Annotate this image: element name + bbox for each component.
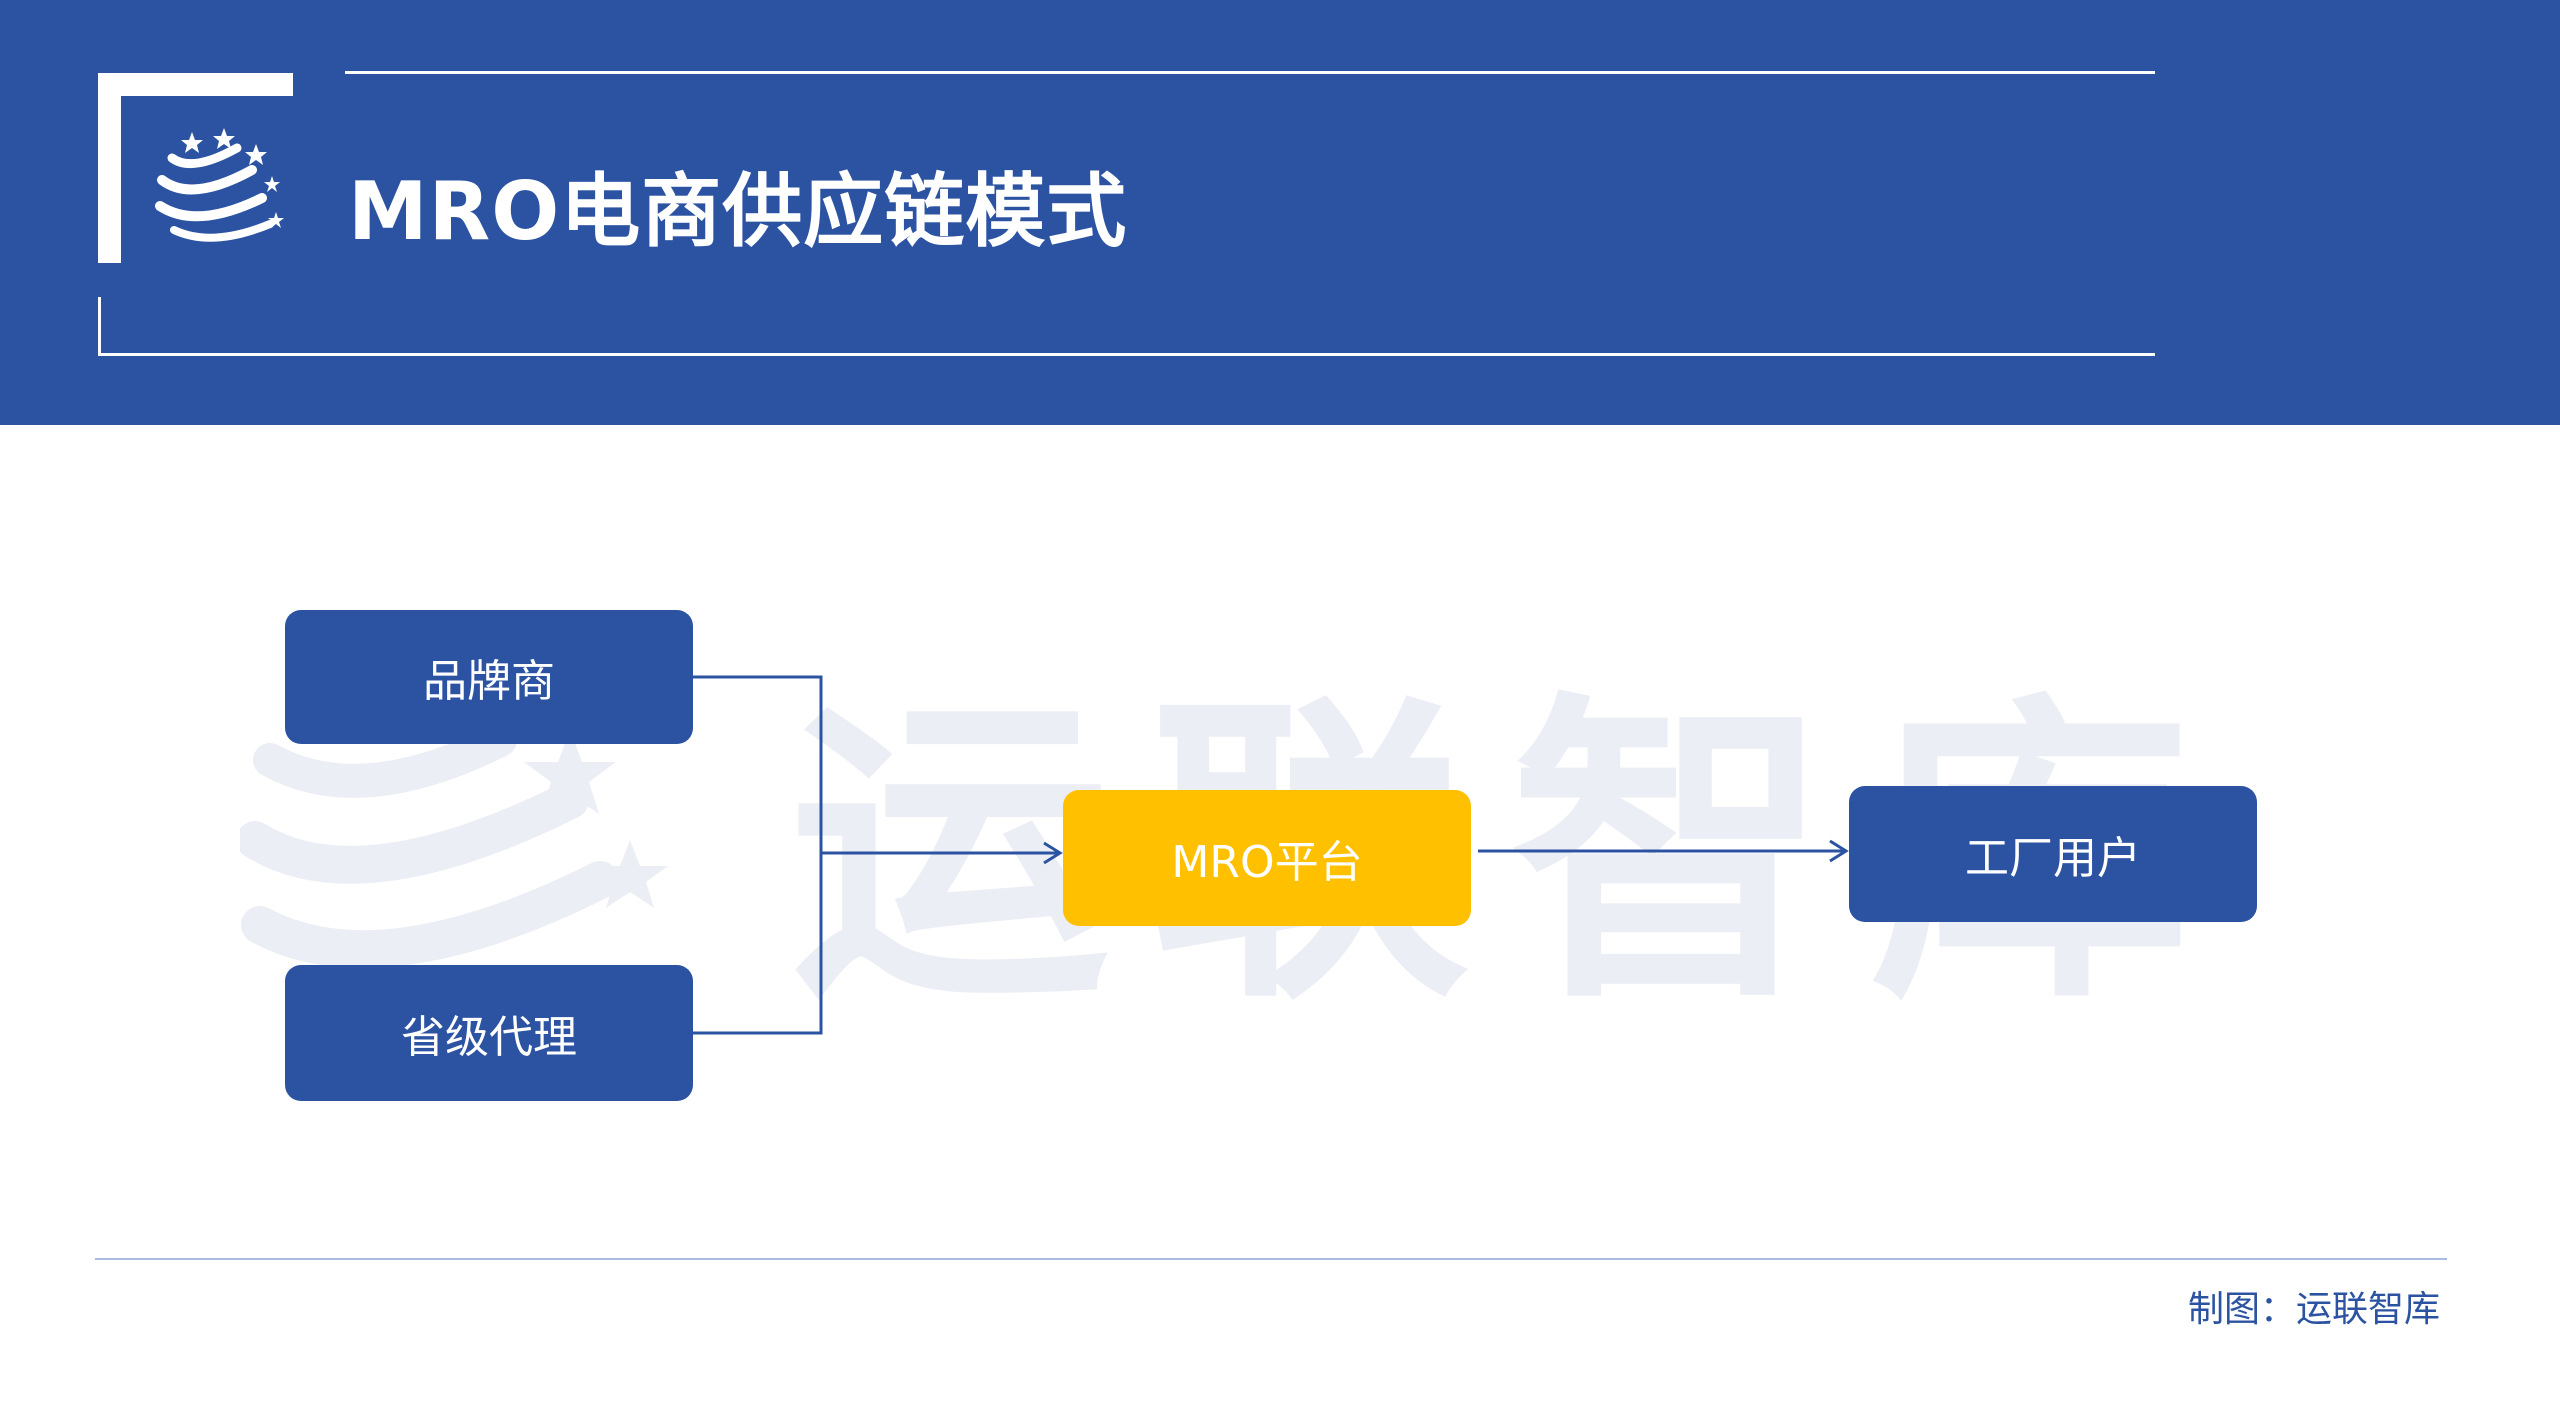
page-title: MRO电商供应链模式 [348,165,1128,258]
source-credit: 制图：运联智库 [2187,1289,2440,1330]
node-factory-user: 工厂用户 [1849,786,2257,922]
header-bottom-tick [98,297,101,356]
node-platform-label: MRO平台 [1171,837,1363,888]
header-top-rule [345,71,2155,74]
header-bracket-top [98,73,293,96]
node-brand-label: 品牌商 [423,656,555,707]
header-bracket-left [98,73,121,263]
node-factory-label: 工厂用户 [1965,833,2141,884]
footer-divider [95,1258,2447,1260]
node-brand: 品牌商 [285,610,693,744]
arrowhead-factory [1829,839,1849,863]
header-bottom-rule [98,353,2155,356]
arrowhead-platform [1043,841,1063,865]
merge-bracket-line [693,675,823,1035]
header-banner: MRO电商供应链模式 [0,0,2560,425]
watermark-logo-icon [240,723,668,969]
brand-logo-icon [155,128,284,242]
node-mro-platform: MRO平台 [1063,790,1471,926]
node-agent-label: 省级代理 [401,1012,577,1063]
node-provincial-agent: 省级代理 [285,965,693,1101]
